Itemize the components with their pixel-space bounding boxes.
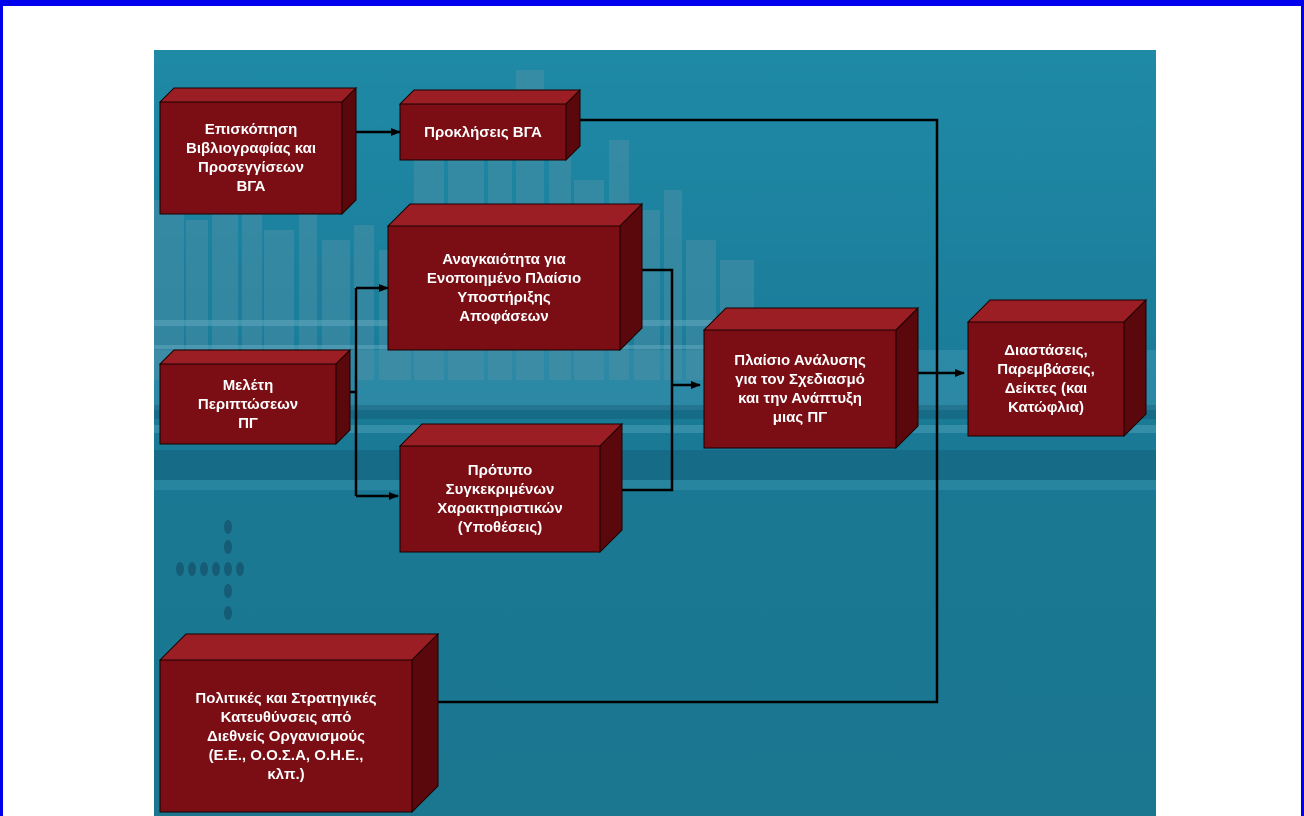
decor-band: [154, 480, 1156, 490]
box-shape: [702, 306, 920, 450]
node-analysis-framework: Πλαίσιο Ανάλυσης για τον Σχεδιασμό και τ…: [702, 306, 920, 450]
decor-band: [154, 450, 1156, 480]
box-shape: [158, 348, 352, 446]
node-policies: Πολιτικές και Στρατηγικές Κατευθύνσεις α…: [158, 632, 440, 814]
node-label: Μελέτη Περιπτώσεων ΠΓ: [197, 376, 299, 432]
node-label: Επισκόπηση Βιβλιογραφίας και Προσεγγίσεω…: [185, 121, 316, 195]
edge-challenges-policies: [430, 118, 939, 704]
decor-band: [154, 425, 1156, 433]
box-shape: [398, 88, 582, 162]
node-label: Πλαίσιο Ανάλυσης για τον Σχεδιασμό και τ…: [734, 352, 866, 426]
box-shape: [158, 632, 440, 814]
box-shape: [386, 202, 644, 352]
node-pattern: Πρότυπο Συγκεκριμένων Χαρακτηριστικών (Υ…: [398, 422, 624, 554]
box-shape: [398, 422, 624, 554]
node-label: Πρότυπο Συγκεκριμένων Χαρακτηριστικών (Υ…: [437, 462, 563, 536]
node-literature-review: Επισκόπηση Βιβλιογραφίας και Προσεγγίσεω…: [158, 86, 358, 216]
edge-pattern-analysis: [620, 385, 674, 492]
node-challenges: Προκλήσεις ΒΓΑ: [398, 88, 582, 162]
node-case-study: Μελέτη Περιπτώσεων ΠΓ: [158, 348, 352, 446]
node-need-framework: Αναγκαιότητα για Ενοποιημένο Πλαίσιο Υπο…: [386, 202, 644, 352]
box-shape: [966, 298, 1148, 438]
node-label: Αναγκαιότητα για Ενοποιημένο Πλαίσιο Υπο…: [426, 251, 582, 325]
node-label: Προκλήσεις ΒΓΑ: [424, 123, 542, 141]
node-label: Πολιτικές και Στρατηγικές Κατευθύνσεις α…: [195, 689, 377, 783]
edge-need-analysis: [632, 268, 674, 385]
node-label: Διαστάσεις, Παρεμβάσεις, Δείκτες (και Κα…: [997, 342, 1095, 416]
slide: Επισκόπηση Βιβλιογραφίας και Προσεγγίσεω…: [154, 50, 1156, 816]
box-shape: [158, 86, 358, 216]
node-dimensions: Διαστάσεις, Παρεμβάσεις, Δείκτες (και Κα…: [966, 298, 1148, 438]
